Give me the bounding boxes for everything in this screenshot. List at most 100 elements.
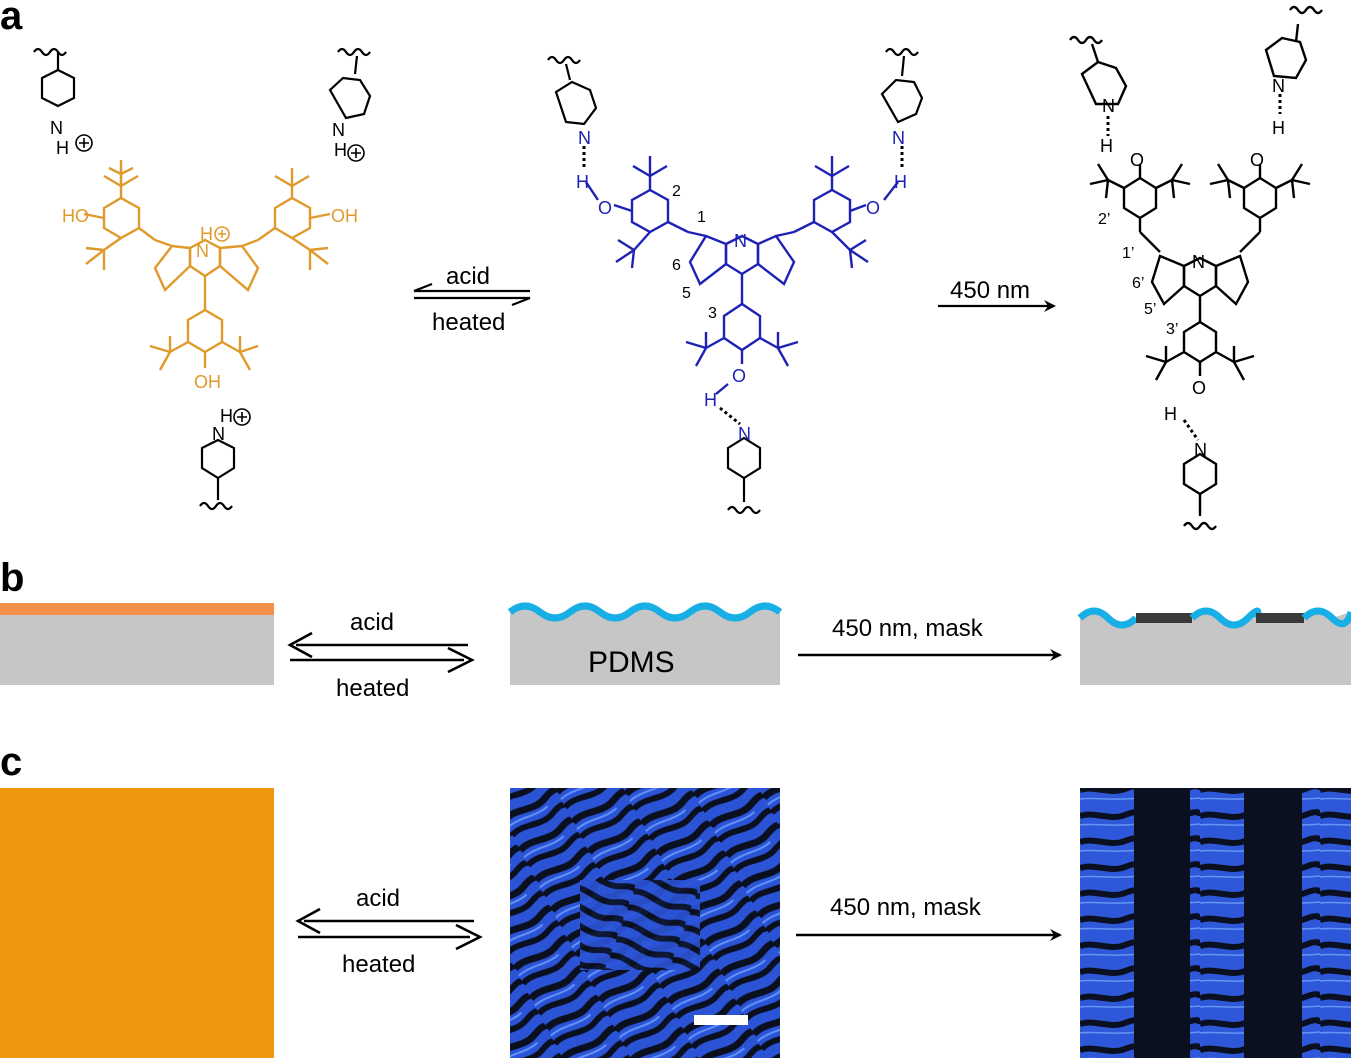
label-450nm-mask-b: 450 nm, mask bbox=[832, 615, 984, 642]
plus-2-icon bbox=[347, 144, 365, 162]
pyridine-right-bottom bbox=[1182, 452, 1218, 496]
number-6-mid: 6 bbox=[672, 257, 681, 274]
phenol-ring-mid-bottom bbox=[722, 302, 762, 352]
pyridinium-n-3: N bbox=[212, 424, 225, 444]
phenol-ring-left bbox=[102, 196, 141, 240]
phenol-ring-right-left bbox=[1122, 176, 1158, 220]
n-mid-bottom: N bbox=[738, 424, 751, 444]
pyridinium-top-left bbox=[33, 47, 76, 108]
pyridinium-h-1: H bbox=[56, 138, 69, 158]
heated-label-b: heated bbox=[336, 675, 409, 702]
pdms-label: PDMS bbox=[588, 646, 675, 679]
plus-center-icon bbox=[214, 226, 230, 242]
number-5-mid: 5 bbox=[682, 285, 691, 302]
phenol-ring-right-bottom bbox=[1182, 320, 1218, 364]
plus-1-icon bbox=[75, 134, 93, 152]
equilibrium-arrow-c bbox=[295, 907, 483, 951]
dark-stripe-1 bbox=[1134, 788, 1190, 1058]
n-mid-right: N bbox=[892, 128, 905, 148]
n-mid-center: N bbox=[734, 231, 747, 251]
pyridinium-bottom bbox=[199, 438, 236, 511]
panel-label-b: b bbox=[0, 556, 25, 600]
o-mid-bottom: O bbox=[732, 366, 746, 386]
patterned-film-middle bbox=[1189, 607, 1262, 629]
neutral-molecule bbox=[585, 156, 899, 395]
dark-stripe-2 bbox=[1244, 788, 1302, 1058]
number-2-right: 2’ bbox=[1098, 211, 1110, 228]
patterned-film-right bbox=[1301, 607, 1351, 628]
n-right-center: N bbox=[1192, 252, 1205, 272]
o-right-right: O bbox=[1250, 150, 1264, 170]
pyridine-right-right bbox=[1264, 36, 1308, 80]
acid-label-b: acid bbox=[350, 609, 394, 636]
label-450nm-a: 450 nm bbox=[950, 277, 1030, 304]
h-right-right: H bbox=[1272, 118, 1285, 138]
h-mid-right: H bbox=[894, 172, 907, 192]
n-right-bottom: N bbox=[1194, 440, 1207, 460]
pdms-substrate-middle bbox=[510, 606, 780, 685]
number-3-right: 3’ bbox=[1166, 321, 1178, 338]
number-1-right: 1’ bbox=[1122, 245, 1134, 262]
phenol-ring-right bbox=[273, 196, 312, 240]
number-1-mid: 1 bbox=[697, 209, 706, 226]
o-mid-left: O bbox=[598, 198, 612, 218]
n-right-right: N bbox=[1272, 76, 1285, 96]
h-right-left: H bbox=[1100, 136, 1113, 156]
label-450nm-mask-c: 450 nm, mask bbox=[830, 894, 982, 921]
h-center-left-label: H bbox=[200, 224, 213, 244]
phenol-ring-right-right bbox=[1242, 176, 1278, 220]
pyridine-mid-left bbox=[554, 80, 598, 126]
number-3-mid: 3 bbox=[708, 305, 717, 322]
scale-bar bbox=[694, 1015, 748, 1025]
panel-c: acid heated 450 nm, mask bbox=[0, 788, 1351, 1058]
pyridinium-n-2: N bbox=[332, 120, 345, 140]
pyridinium-h-2: H bbox=[334, 140, 347, 160]
wrinkled-film-photo bbox=[510, 788, 780, 1058]
oh-right-label: OH bbox=[331, 206, 358, 226]
photoisomerized-molecule bbox=[1069, 5, 1323, 531]
panel-b: acid heated PDMS 450 nm, mask bbox=[0, 602, 1351, 702]
orange-film-layer bbox=[0, 603, 274, 615]
pdms-substrate-right bbox=[1080, 611, 1351, 685]
wrinkled-film bbox=[507, 602, 783, 622]
flat-region-1 bbox=[1136, 613, 1192, 623]
flat-region-2 bbox=[1256, 613, 1304, 623]
ho-left-label: HO bbox=[62, 206, 89, 226]
pdms-substrate-left bbox=[0, 615, 274, 685]
h-mid-left: H bbox=[576, 172, 589, 192]
pyridine-mid-bottom bbox=[726, 436, 762, 480]
pyridinium-n-1: N bbox=[50, 118, 63, 138]
number-5-right: 5’ bbox=[1144, 301, 1156, 318]
n-right-left: N bbox=[1102, 96, 1115, 116]
patterned-film-left bbox=[1077, 607, 1139, 629]
panel-label-a: a bbox=[0, 0, 23, 38]
n-mid-left: N bbox=[578, 128, 591, 148]
plus-3-icon bbox=[233, 408, 251, 426]
heated-label-c: heated bbox=[342, 951, 415, 978]
panel-label-c: c bbox=[0, 740, 23, 784]
pyridinium-h-3: H bbox=[220, 406, 233, 426]
orange-film-photo bbox=[0, 788, 274, 1058]
equilibrium-arrow-left bbox=[413, 282, 531, 307]
number-2-mid: 2 bbox=[672, 183, 681, 200]
patterned-film-photo bbox=[1080, 788, 1351, 1058]
pyridine-mid-right bbox=[880, 78, 924, 124]
phenol-ring-mid-right bbox=[812, 188, 852, 234]
number-6-right: 6’ bbox=[1132, 275, 1144, 292]
panel-a: HO OH OH N H N H bbox=[33, 5, 1323, 531]
n-center-left-label: N bbox=[196, 241, 209, 261]
equilibrium-arrow-b bbox=[287, 631, 475, 674]
phenol-ring-bottom bbox=[186, 308, 224, 354]
protonated-molecule bbox=[83, 158, 331, 371]
acid-label-a: acid bbox=[446, 263, 490, 290]
o-right-left: O bbox=[1130, 150, 1144, 170]
acid-label-c: acid bbox=[356, 885, 400, 912]
h-mid-bottom: H bbox=[704, 390, 717, 410]
o-mid-right: O bbox=[866, 198, 880, 218]
h-right-bottom: H bbox=[1164, 404, 1177, 424]
o-right-bottom: O bbox=[1192, 378, 1206, 398]
heated-label-a: heated bbox=[432, 309, 505, 336]
phenol-ring-mid-left bbox=[630, 188, 670, 234]
oh-bottom-label: OH bbox=[194, 372, 221, 392]
